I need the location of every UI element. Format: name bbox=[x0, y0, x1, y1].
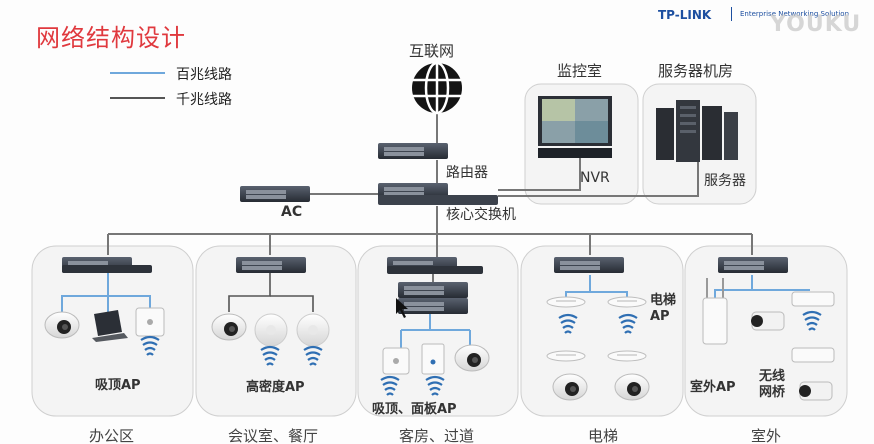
zone-outdoor-label: 室外 bbox=[751, 427, 782, 444]
backbone-lines bbox=[107, 112, 753, 300]
panel-ap-icon bbox=[421, 343, 445, 375]
monitor-room-label: 监控室 bbox=[557, 62, 603, 80]
meeting-switch-icon bbox=[236, 257, 306, 273]
internet-label: 互联网 bbox=[409, 42, 455, 60]
server-rack-icon bbox=[656, 100, 738, 162]
core-switch-label: 核心交换机 bbox=[446, 207, 516, 223]
dome-camera-icon bbox=[552, 373, 588, 401]
elevator-ap-icon bbox=[546, 296, 586, 308]
outdoor-switch-icon bbox=[718, 257, 788, 273]
router-icon bbox=[378, 143, 448, 159]
wireless-bridge-icon bbox=[791, 291, 835, 307]
mouse-cursor-icon bbox=[396, 298, 408, 318]
ceiling-ap-icon bbox=[135, 307, 165, 337]
zone-meeting-label: 会议室、餐厅 bbox=[228, 427, 319, 444]
wireless-bridge-icon bbox=[791, 347, 835, 363]
wireless-bridge-label: 无线 网桥 bbox=[759, 369, 786, 400]
outdoor-ap-icon bbox=[702, 278, 728, 345]
legend-gig-label: 千兆线路 bbox=[176, 92, 232, 108]
elevator-switch-icon bbox=[554, 257, 624, 273]
legend-fast-label: 百兆线路 bbox=[176, 67, 232, 83]
zone-office-label: 办公区 bbox=[89, 427, 135, 444]
dome-camera-icon bbox=[44, 311, 80, 339]
elevator-device-label: 电梯 AP bbox=[650, 293, 677, 324]
server-label: 服务器 bbox=[704, 173, 746, 189]
meeting-device-label: 高密度AP bbox=[246, 380, 305, 395]
high-density-ap-icon bbox=[296, 313, 330, 347]
elevator-ap-icon bbox=[607, 296, 647, 308]
bullet-camera-icon bbox=[751, 311, 785, 331]
monitor-screen-icon bbox=[538, 96, 612, 158]
dome-camera-icon bbox=[614, 373, 650, 401]
brand-logo: TP-LINK bbox=[658, 8, 712, 22]
elevator-ap-icon bbox=[607, 350, 647, 362]
elevator-ap-icon bbox=[546, 350, 586, 362]
zone-outdoor bbox=[684, 245, 848, 417]
watermark: YOUKU bbox=[770, 12, 862, 37]
zone-rooms-label: 客房、过道 bbox=[399, 427, 475, 444]
dome-camera-icon bbox=[211, 313, 247, 341]
office-device-label: 吸顶AP bbox=[95, 378, 141, 393]
ceiling-ap-icon bbox=[382, 347, 410, 375]
bullet-camera-icon bbox=[799, 381, 833, 401]
ac-label: AC bbox=[281, 204, 303, 220]
dome-camera-icon bbox=[454, 344, 490, 372]
ac-controller-icon bbox=[240, 186, 310, 202]
zone-elevator bbox=[520, 245, 684, 417]
rooms-switch-3-icon bbox=[398, 298, 468, 314]
router-label: 路由器 bbox=[446, 165, 488, 181]
outdoor-ap-label: 室外AP bbox=[690, 380, 736, 395]
nvr-label: NVR bbox=[580, 170, 610, 186]
server-room-label: 服务器机房 bbox=[658, 62, 734, 80]
rooms-device-label: 吸顶、面板AP bbox=[372, 402, 457, 417]
rooms-switch-2-icon bbox=[398, 282, 468, 298]
brand-tagline: Enterprise Networking Solution bbox=[740, 10, 850, 18]
internet-globe-icon bbox=[412, 61, 462, 115]
page-title: 网络结构设计 bbox=[36, 24, 186, 52]
zone-elevator-label: 电梯 bbox=[588, 427, 619, 444]
laptop-icon bbox=[92, 310, 128, 342]
high-density-ap-icon bbox=[254, 313, 288, 347]
brand-divider bbox=[731, 7, 732, 21]
